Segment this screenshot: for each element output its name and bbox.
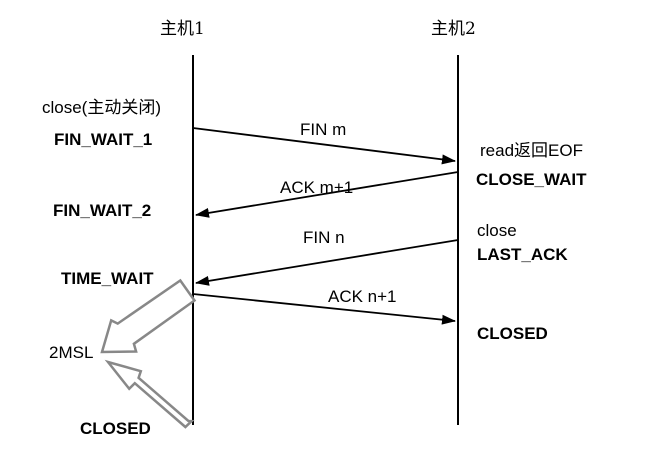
- close-wait-state: CLOSE_WAIT: [476, 170, 587, 189]
- 2msl-to-closed-block-arrow: [104, 359, 195, 429]
- time-wait-to-2msl-block-arrow: [100, 278, 197, 354]
- time-wait-state: TIME_WAIT: [61, 269, 154, 288]
- host1-close-call-label: close(主动关闭): [42, 98, 162, 117]
- host1-title: 主机1: [160, 19, 205, 39]
- host2-title: 主机2: [431, 19, 476, 39]
- fin-m-arrow: [192, 127, 456, 165]
- host1-closed-state: CLOSED: [80, 419, 151, 438]
- 2msl-label: 2MSL: [49, 343, 94, 362]
- fin-n-label: FIN n: [303, 228, 345, 247]
- ack-m1-label: ACK m+1: [280, 178, 354, 197]
- ack-m1-arrow: [195, 171, 459, 218]
- last-ack-state: LAST_ACK: [477, 245, 568, 264]
- fin-m-label: FIN m: [300, 120, 347, 139]
- fin-n-arrow: [195, 239, 459, 286]
- fin-wait-1-state: FIN_WAIT_1: [54, 130, 153, 149]
- ack-n1-label: ACK n+1: [328, 287, 397, 306]
- host2-closed-state: CLOSED: [477, 324, 548, 343]
- host2-close-call-label: close: [477, 221, 517, 240]
- ack-n1-arrow: [192, 293, 456, 325]
- read-eof-label: read返回EOF: [480, 141, 583, 160]
- fin-wait-2-state: FIN_WAIT_2: [53, 201, 152, 220]
